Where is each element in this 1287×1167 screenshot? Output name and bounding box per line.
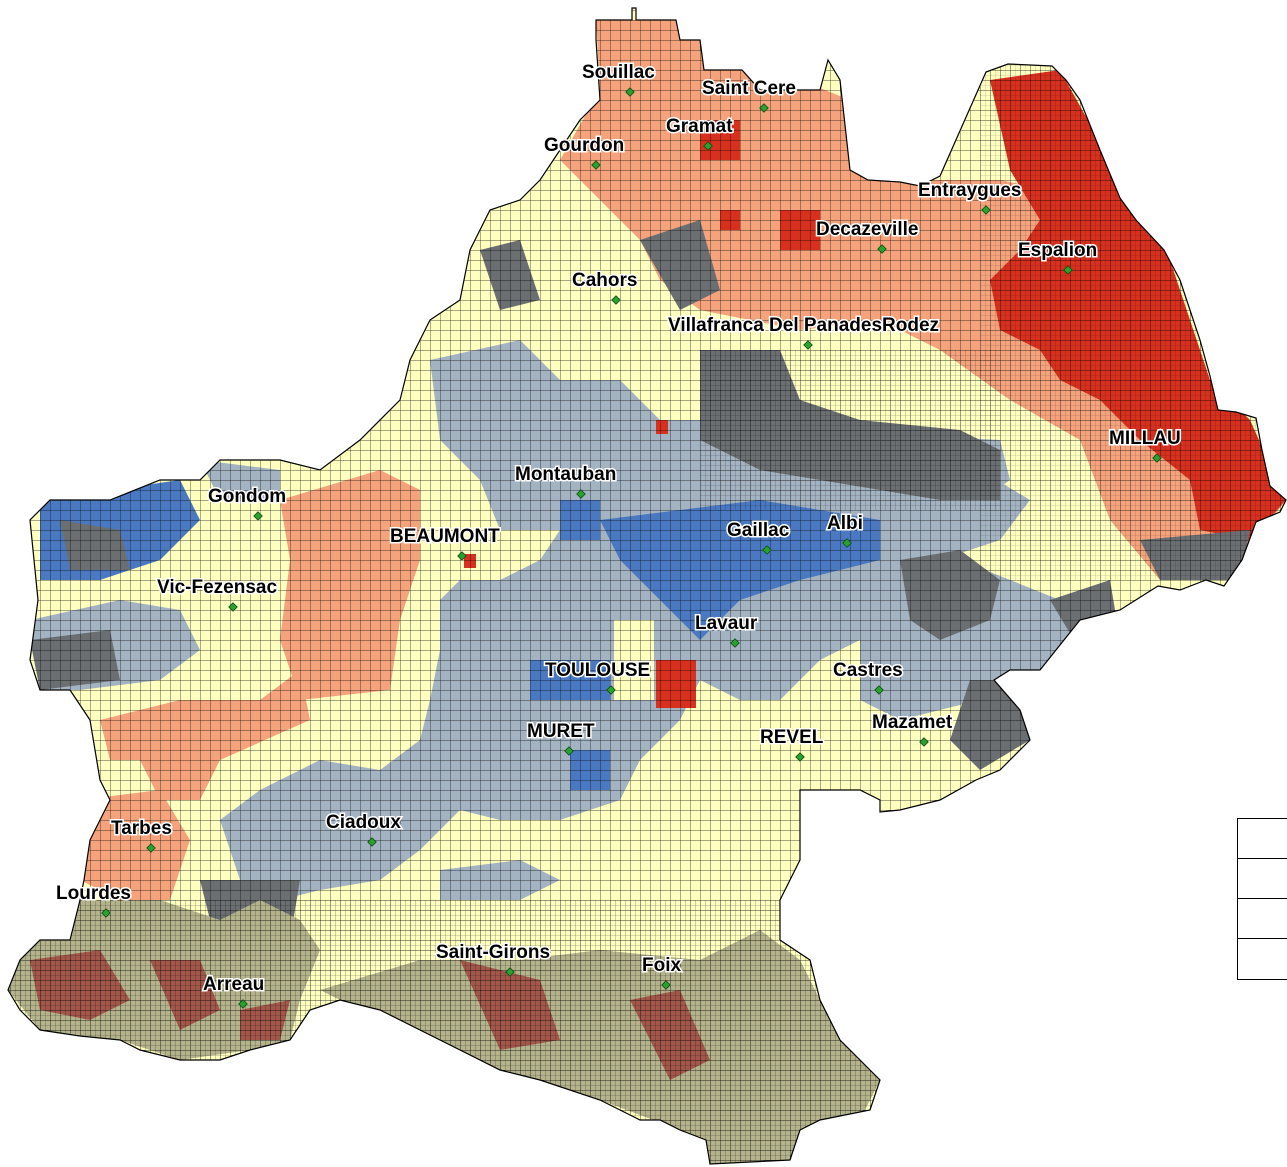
city-marker[interactable]: Gaillac bbox=[726, 519, 791, 555]
city-dot-icon bbox=[505, 967, 515, 977]
city-dot-icon bbox=[874, 685, 884, 695]
city-label: Tarbes bbox=[111, 818, 172, 839]
city-marker[interactable]: Mazamet bbox=[871, 711, 954, 747]
city-marker[interactable]: Espalion bbox=[1017, 239, 1099, 275]
city-label: Decazeville bbox=[816, 219, 918, 240]
city-dot-icon bbox=[919, 737, 929, 747]
city-dot-icon bbox=[228, 602, 238, 612]
city-label: Saint-Girons bbox=[436, 942, 550, 963]
city-dot-icon bbox=[591, 160, 601, 170]
city-marker[interactable]: MILLAU bbox=[1108, 427, 1182, 463]
city-dot-icon bbox=[253, 511, 263, 521]
city-label: Cahors bbox=[572, 270, 637, 291]
legend-row bbox=[1238, 859, 1287, 899]
city-marker[interactable]: REVEL bbox=[759, 726, 825, 762]
legend-row bbox=[1238, 939, 1287, 979]
city-label: Saint Cere bbox=[702, 78, 796, 99]
city-label: MURET bbox=[527, 721, 595, 742]
city-marker[interactable]: Villafranca Del PanadesRodez bbox=[667, 314, 941, 350]
city-label: Vic-Fezensac bbox=[157, 577, 277, 598]
city-label: Arreau bbox=[203, 974, 264, 995]
city-dot-icon bbox=[877, 244, 887, 254]
city-dot-icon bbox=[762, 545, 772, 555]
city-label: Gaillac bbox=[727, 520, 790, 541]
city-dot-icon bbox=[576, 489, 586, 499]
legend-row bbox=[1238, 819, 1287, 859]
city-label: BEAUMONT bbox=[390, 526, 500, 547]
city-marker[interactable]: BEAUMONT bbox=[389, 525, 502, 561]
city-label: Lavaur bbox=[695, 613, 758, 634]
city-marker[interactable]: Souillac bbox=[581, 61, 657, 97]
city-label: Gramat bbox=[666, 116, 733, 137]
city-marker[interactable]: Decazeville bbox=[815, 218, 920, 254]
city-label: TOULOUSE bbox=[545, 660, 650, 681]
city-marker[interactable]: Saint-Girons bbox=[435, 941, 552, 977]
city-dot-icon bbox=[101, 908, 111, 918]
city-dot-icon bbox=[625, 87, 635, 97]
city-marker[interactable]: Foix bbox=[641, 954, 683, 990]
city-dot-icon bbox=[842, 538, 852, 548]
city-label: Gourdon bbox=[544, 135, 624, 156]
city-label: Lourdes bbox=[56, 883, 131, 904]
city-dot-icon bbox=[146, 843, 156, 853]
legend bbox=[1237, 818, 1287, 980]
city-marker[interactable]: MURET bbox=[526, 720, 596, 756]
city-label: Mazamet bbox=[872, 712, 953, 733]
city-label: Souillac bbox=[582, 62, 655, 83]
city-label: Montauban bbox=[515, 464, 616, 485]
legend-row bbox=[1238, 899, 1287, 939]
city-marker[interactable]: TOULOUSE bbox=[544, 659, 652, 695]
city-label: Villafranca Del PanadesRodez bbox=[668, 315, 939, 336]
city-dot-icon bbox=[703, 141, 713, 151]
city-label: Gondom bbox=[208, 486, 286, 507]
city-dot-icon bbox=[367, 837, 377, 847]
city-marker[interactable]: Entraygues bbox=[917, 179, 1023, 215]
city-dot-icon bbox=[730, 638, 740, 648]
city-label: Espalion bbox=[1018, 240, 1097, 261]
city-marker[interactable]: Gourdon bbox=[543, 134, 626, 170]
city-dot-icon bbox=[803, 340, 813, 350]
city-marker[interactable]: Cahors bbox=[571, 269, 639, 305]
city-dot-icon bbox=[981, 205, 991, 215]
city-dot-icon bbox=[661, 980, 671, 990]
city-marker[interactable]: Saint Cere bbox=[701, 77, 797, 113]
city-label: MILLAU bbox=[1109, 428, 1181, 449]
city-dot-icon bbox=[238, 999, 248, 1009]
city-label: Albi bbox=[827, 513, 863, 534]
city-dot-icon bbox=[1152, 453, 1162, 463]
city-marker[interactable]: Arreau bbox=[202, 973, 266, 1009]
city-dot-icon bbox=[1063, 265, 1073, 275]
city-dot-icon bbox=[759, 103, 769, 113]
city-marker[interactable]: Castres bbox=[832, 659, 904, 695]
city-label: Ciadoux bbox=[326, 812, 401, 833]
city-marker[interactable]: Vic-Fezensac bbox=[156, 576, 279, 612]
city-marker[interactable]: Gondom bbox=[207, 485, 288, 521]
city-marker[interactable]: Montauban bbox=[514, 463, 618, 499]
city-marker[interactable]: Albi bbox=[826, 512, 864, 548]
city-marker[interactable]: Gramat bbox=[665, 115, 735, 151]
city-marker[interactable]: Ciadoux bbox=[325, 811, 403, 847]
city-marker[interactable]: Tarbes bbox=[110, 817, 173, 853]
city-dot-icon bbox=[564, 746, 574, 756]
city-label: Entraygues bbox=[918, 180, 1021, 201]
city-marker[interactable]: Lourdes bbox=[55, 882, 132, 918]
city-label: Castres bbox=[833, 660, 903, 681]
city-dot-icon bbox=[795, 752, 805, 762]
city-label: Foix bbox=[642, 955, 681, 976]
city-marker[interactable]: Lavaur bbox=[694, 612, 759, 648]
city-label: REVEL bbox=[760, 727, 824, 748]
city-dot-icon bbox=[611, 295, 621, 305]
city-dot-icon bbox=[457, 551, 467, 561]
city-dot-icon bbox=[606, 685, 616, 695]
